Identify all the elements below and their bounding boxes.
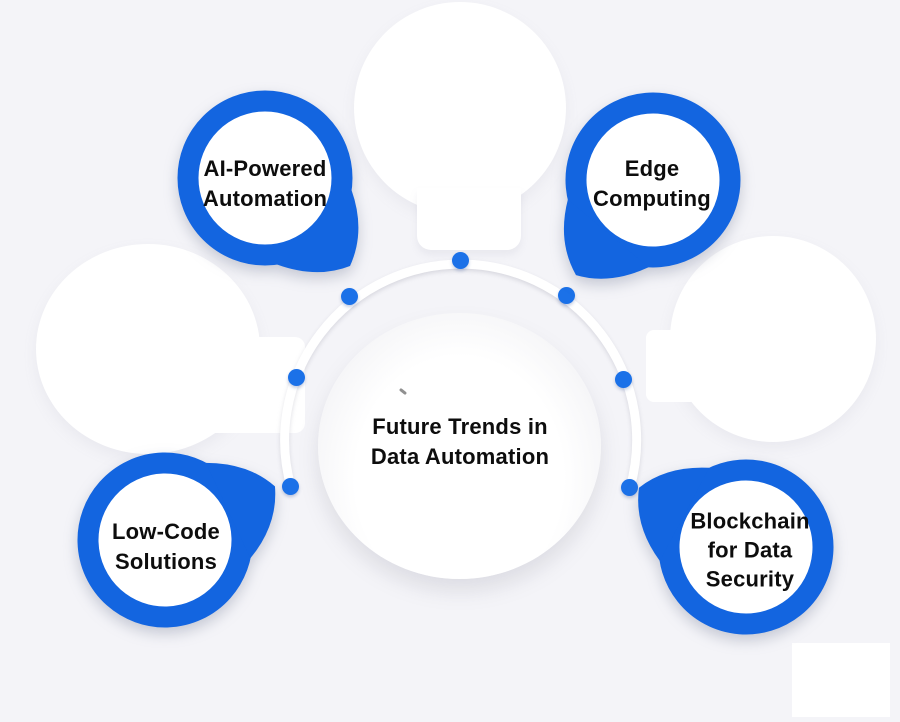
node-label-line: Edge bbox=[624, 156, 680, 181]
orbit-dot bbox=[341, 288, 358, 305]
decor-blob-top bbox=[354, 2, 566, 214]
orbit-dot bbox=[288, 369, 305, 386]
decor-blob-left-rect bbox=[148, 337, 305, 433]
node-label-line: Solutions bbox=[114, 549, 217, 574]
node-label-ai-powered-automation: AI-Powered Automation bbox=[185, 154, 345, 214]
bubble-ring bbox=[658, 459, 834, 635]
node-label-low-code-solutions: Low-Code Solutions bbox=[86, 517, 246, 577]
bubble-tail bbox=[638, 467, 710, 561]
orbit-dot bbox=[558, 287, 575, 304]
orbit-dot bbox=[452, 252, 469, 269]
node-label-line: Automation bbox=[202, 186, 328, 211]
bubble-ring bbox=[77, 452, 253, 628]
decor-rect-bottom-right bbox=[792, 643, 890, 717]
orbit-dot bbox=[615, 371, 632, 388]
orbit-dot bbox=[282, 478, 299, 495]
bubble-ring bbox=[565, 92, 741, 268]
node-bubble-blockchain-for-data-security bbox=[638, 452, 861, 662]
node-bubble-low-code-solutions bbox=[70, 445, 280, 655]
node-label-line: AI-Powered bbox=[203, 156, 327, 181]
center-title-line2: Data Automation bbox=[370, 444, 550, 469]
node-label-blockchain-for-data-security: Blockchain for Data Security bbox=[670, 507, 830, 594]
bubble-ring bbox=[177, 90, 353, 266]
node-label-line: for Data bbox=[707, 537, 793, 563]
node-bubble-edge-computing bbox=[558, 85, 768, 295]
bubble-tail bbox=[277, 190, 359, 273]
bubble-tail bbox=[205, 462, 276, 559]
center-title: Future Trends in Data Automation bbox=[330, 412, 590, 472]
node-bubble-ai-powered-automation bbox=[170, 83, 380, 293]
node-label-line: Computing bbox=[593, 186, 711, 211]
node-label-line: Blockchain bbox=[690, 508, 810, 534]
decor-blob-top-stem bbox=[417, 188, 521, 250]
decor-blob-right-rect bbox=[646, 330, 698, 402]
center-title-line1: Future Trends in bbox=[372, 414, 548, 439]
node-label-edge-computing: Edge Computing bbox=[572, 154, 732, 214]
node-label-line: Security bbox=[705, 566, 795, 592]
bubble-tail bbox=[563, 199, 649, 279]
orbit-dot bbox=[621, 479, 638, 496]
node-label-line: Low-Code bbox=[112, 519, 220, 544]
decor-blob-right bbox=[670, 236, 876, 442]
center-node-circle bbox=[318, 313, 601, 579]
